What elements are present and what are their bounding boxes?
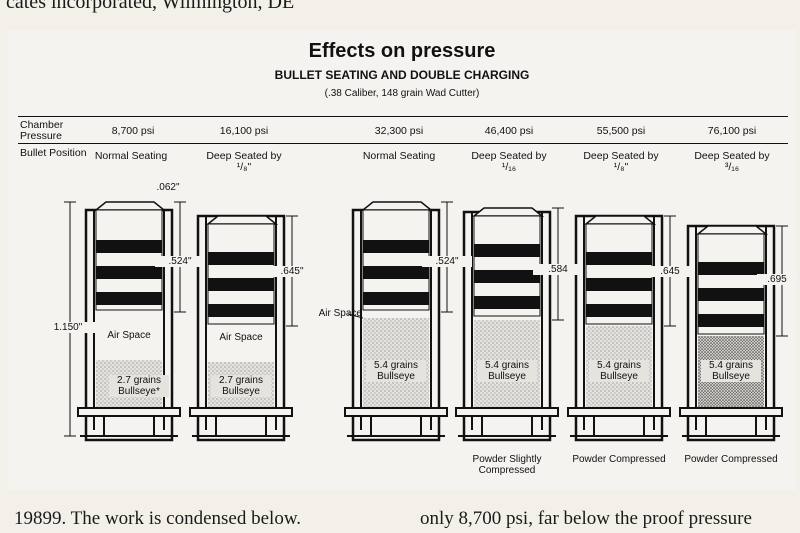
depth-label-5: .645 bbox=[645, 266, 695, 277]
charge-label-3: 5.4 grains Bullseye bbox=[366, 360, 426, 382]
depth-label-4: .584 bbox=[533, 264, 583, 275]
charge-label-5: 5.4 grains Bullseye bbox=[589, 360, 649, 382]
note-col-6: Powder Compressed bbox=[684, 454, 778, 465]
depth-label-3: .524" bbox=[422, 256, 472, 267]
row-label-pressure: Chamber Pressure bbox=[20, 119, 64, 142]
bottom-right-text: only 8,700 psi, far below the proof pres… bbox=[420, 508, 752, 529]
figure-subtitle: BULLET SEATING AND DOUBLE CHARGING bbox=[274, 68, 530, 82]
figure-caption: (.38 Caliber, 148 grain Wad Cutter) bbox=[324, 88, 480, 99]
note-col-4: Powder Slightly Compressed bbox=[472, 454, 542, 476]
note-col-5: Powder Compressed bbox=[572, 454, 666, 465]
figure-title: Effects on pressure bbox=[308, 40, 496, 62]
top-page-text: cates incorporated, Wilmington, DE bbox=[6, 0, 295, 13]
cartridge-1 bbox=[64, 201, 186, 442]
depth-label-1: .524" bbox=[155, 256, 205, 267]
position-cell-3: Normal Seating bbox=[362, 150, 436, 162]
table-top-rule bbox=[18, 116, 788, 117]
pressure-cell-5: 55,500 psi bbox=[596, 125, 646, 137]
air-space-label-2: Air Space bbox=[219, 332, 263, 343]
position-cell-5: Deep Seated by ¹/₈" bbox=[583, 150, 659, 173]
position-cell-6: Deep Seated by ³/₁₆ bbox=[694, 150, 770, 173]
pressure-cell-3: 32,300 psi bbox=[374, 125, 424, 137]
cartridge-diagram bbox=[64, 201, 788, 442]
air-space-label-3: Air Space bbox=[318, 308, 362, 319]
pressure-cell-2: 16,100 psi bbox=[219, 125, 269, 137]
cartridge-6 bbox=[679, 224, 788, 442]
position-cell-4: Deep Seated by ¹/₁₆ bbox=[471, 150, 547, 173]
depth-label-2: .645" bbox=[267, 266, 317, 277]
charge-label-1: 2.7 grains Bullseye* bbox=[109, 375, 169, 397]
position-cell-2: Deep Seated by ¹/₈" bbox=[206, 150, 282, 173]
table-mid-rule bbox=[18, 143, 788, 144]
pressure-cell-4: 46,400 psi bbox=[484, 125, 534, 137]
row-label-position: Bullet Position bbox=[20, 147, 87, 159]
cartridge-3 bbox=[344, 201, 453, 442]
pressure-cell-6: 76,100 psi bbox=[707, 125, 757, 137]
charge-label-6: 5.4 grains Bullseye bbox=[701, 360, 761, 382]
pressure-cell-1: 8,700 psi bbox=[111, 125, 155, 137]
depth-label-6: .695 bbox=[757, 274, 797, 285]
overall-length-label: 1.150" bbox=[38, 322, 98, 333]
cartridge-2 bbox=[189, 214, 298, 442]
bottom-left-text: 19899. The work is condensed below. bbox=[14, 508, 302, 529]
position-cell-1: Normal Seating bbox=[94, 150, 168, 162]
air-space-label-1: Air Space bbox=[107, 330, 151, 341]
charge-label-2: 2.7 grains Bullseye bbox=[211, 375, 271, 397]
protrusion-label: .062" bbox=[138, 182, 198, 193]
charge-label-4: 5.4 grains Bullseye bbox=[477, 360, 537, 382]
cartridge-4 bbox=[455, 207, 564, 442]
cartridge-5 bbox=[567, 214, 676, 442]
pressure-figure: Effects on pressure BULLET SEATING AND D… bbox=[8, 30, 797, 490]
